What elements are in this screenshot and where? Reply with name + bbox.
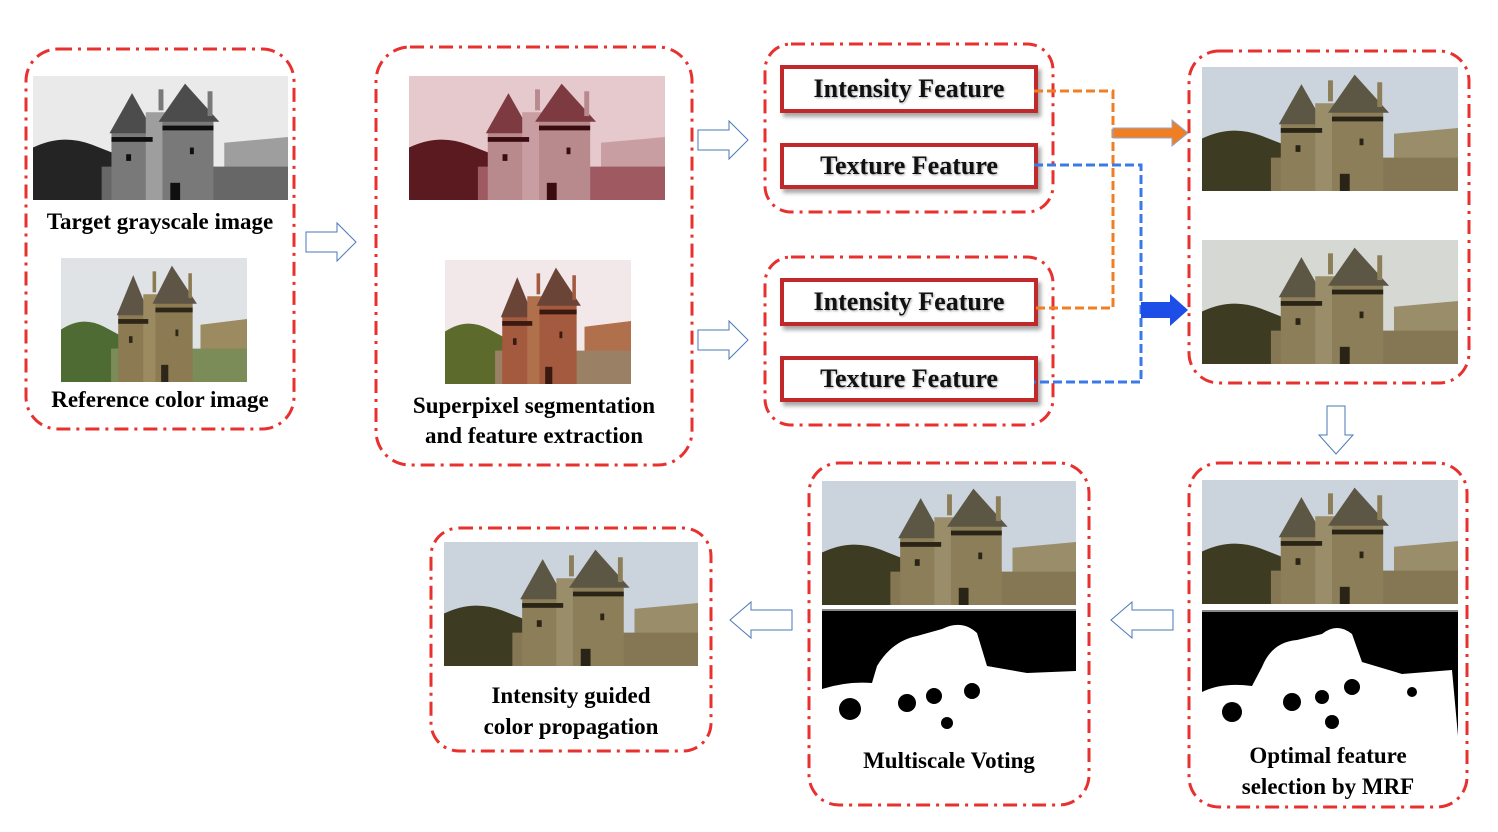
superpixel-label-line1: Superpixel segmentation: [412, 393, 656, 418]
voting-label-mask: [822, 609, 1076, 735]
target-superpixel-image: [409, 76, 665, 200]
texture-arrow: [1141, 294, 1188, 326]
propagation-label-line2: color propagation: [483, 714, 659, 739]
dashed-frame: [374, 45, 694, 467]
color-propagation-panel: Intensity guided color propagation: [429, 526, 713, 753]
voting-label: Multiscale Voting: [863, 748, 1035, 773]
texture-feature-box: Texture Feature: [780, 143, 1038, 189]
superpixel-panel: Superpixel segmentation and feature extr…: [374, 45, 694, 467]
target-features-panel: Intensity Feature Texture Feature: [763, 42, 1055, 214]
candidate-results-panel: [1187, 49, 1471, 385]
mrf-label-mask: [1202, 610, 1458, 736]
dashed-frame: [1187, 49, 1471, 385]
dashed-frame: [1187, 461, 1469, 809]
target-image-label: Target grayscale image: [46, 209, 274, 234]
flow-arrow-right: [697, 319, 749, 361]
mrf-label-line1: Optimal feature: [1249, 743, 1407, 768]
mrf-selection-panel: Optimal feature selection by MRF: [1187, 461, 1469, 809]
texture-colorized-image: [1202, 240, 1458, 364]
intensity-colorized-image: [1202, 67, 1458, 191]
mrf-colorized-image: [1202, 480, 1458, 604]
voting-colorized-image: [822, 481, 1076, 605]
flow-arrow-left: [1110, 600, 1174, 640]
mrf-label-line2: selection by MRF: [1241, 774, 1415, 799]
dashed-frame: [429, 526, 713, 753]
intensity-arrow: [1112, 118, 1189, 148]
dashed-frame: [24, 47, 296, 431]
dashed-frame: [807, 461, 1091, 807]
superpixel-label-line2: and feature extraction: [424, 423, 644, 448]
propagation-label-line1: Intensity guided: [491, 683, 651, 708]
intensity-feature-box: Intensity Feature: [780, 65, 1038, 113]
multiscale-voting-panel: Multiscale Voting: [807, 461, 1091, 807]
dashed-frame: [763, 42, 1055, 214]
input-images-panel: Target grayscale image Reference color i…: [24, 47, 296, 431]
flow-arrow-down: [1317, 405, 1355, 455]
target-grayscale-image: [33, 76, 288, 200]
intensity-feature-box: Intensity Feature: [780, 278, 1038, 326]
reference-superpixel-image: [445, 260, 631, 384]
reference-image-label: Reference color image: [51, 387, 269, 412]
reference-color-image: [61, 258, 247, 382]
flow-arrow-right: [697, 119, 749, 161]
flow-arrow-left: [729, 600, 793, 640]
dashed-frame: [763, 255, 1055, 427]
flow-arrow-right: [305, 221, 357, 263]
reference-features-panel: Intensity Feature Texture Feature: [763, 255, 1055, 427]
final-colorized-image: [444, 542, 698, 666]
texture-feature-box: Texture Feature: [780, 356, 1038, 402]
